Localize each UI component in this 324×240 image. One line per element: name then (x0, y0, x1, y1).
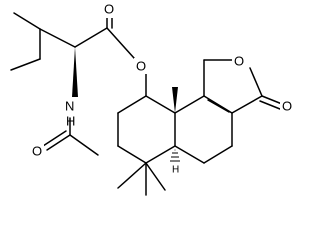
bond-lactone-4 (231, 95, 263, 114)
bond-ringA-3 (117, 145, 147, 164)
bond-ipr-me1 (13, 12, 41, 30)
wedge-calpha-n (72, 47, 78, 97)
hash-bond-h (170, 149, 180, 162)
wedge-angular-methyl (172, 87, 178, 113)
bond-acetyl-me (69, 134, 99, 156)
bond-acetyl-co-1 (46, 134, 71, 151)
atom-o-lactone-carbonyl: O (282, 99, 292, 114)
structure-canvas: O O N H O O O H (10, 1, 293, 196)
bond-ringB-double (207, 99, 230, 113)
bond-carbonyl-oester (106, 27, 135, 59)
bond-ringB-4 (203, 145, 233, 164)
bond-gem-me2 (117, 162, 147, 189)
bond-lactone-co-1 (261, 95, 283, 105)
atom-h-on-n: H (66, 114, 75, 129)
atom-o-ester: O (136, 59, 146, 74)
bond-ringA-6 (145, 95, 176, 114)
bond-lactone-3 (249, 67, 263, 97)
atom-h-stereo: H (172, 165, 179, 176)
bond-ringB-1 (174, 95, 205, 114)
bond-acetyl-co-2 (42, 130, 67, 147)
bond-ringA-1 (117, 95, 147, 114)
bond-ipr-me3 (10, 58, 41, 71)
bond-ringB-5 (174, 145, 205, 164)
atom-o-carbonyl-left: O (104, 2, 114, 17)
bond-ipr-calpha (39, 28, 76, 48)
atom-o-lactone: O (234, 54, 244, 69)
molecule-diagram: O O N H O O O H (10, 1, 293, 196)
bond-lactone-co-2 (259, 100, 281, 110)
bond-calpha-carbonyl (74, 27, 108, 48)
bond-ringB-2 (203, 95, 233, 114)
atom-n: N (65, 99, 74, 114)
bond-gem-me3 (145, 162, 166, 191)
bond-ringA-4 (145, 145, 176, 164)
atom-o-acetyl: O (32, 144, 42, 159)
